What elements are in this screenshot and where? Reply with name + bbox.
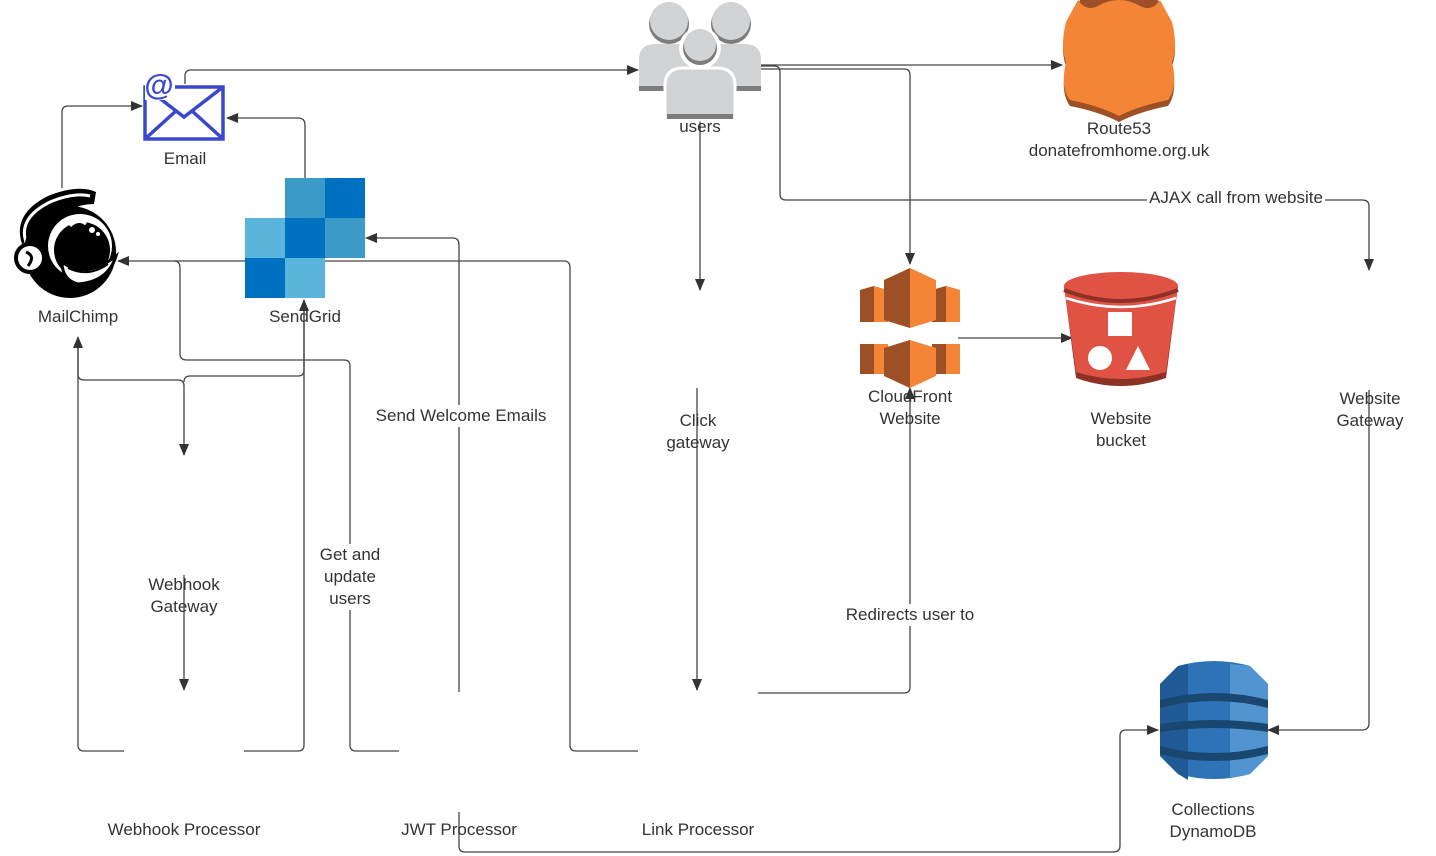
route53-label-line1: Route53 [1086, 119, 1152, 138]
website-bucket-label: Website bucket [1090, 408, 1151, 452]
edge-label-get-update-line2: update [324, 567, 376, 586]
dynamodb-icon[interactable] [1160, 661, 1268, 780]
route53-label-line2: donatefromhome.org.uk [1028, 141, 1210, 160]
mailchimp-icon[interactable] [14, 188, 119, 298]
users-label: users [679, 117, 721, 136]
webhook-gateway-label-line2: Gateway [150, 597, 218, 616]
svg-text:@: @ [144, 69, 173, 102]
webhook-processor-label: Webhook Processor [107, 820, 261, 839]
link-processor-label: Link Processor [641, 820, 755, 839]
edge-website-gateway-to-dynamodb[interactable] [1267, 390, 1370, 735]
website-gateway-label: Website Gateway [1336, 388, 1403, 432]
edge-jwt-to-mailchimp[interactable] [173, 260, 399, 752]
email-icon[interactable]: @ [143, 69, 225, 141]
edges [61, 60, 1374, 853]
sendgrid-icon[interactable] [245, 178, 365, 298]
edge-users-to-cloudfront[interactable] [760, 68, 915, 265]
edge-webhook-processor-to-sendgrid[interactable] [244, 299, 309, 752]
edge-label-ajax: AJAX call from website [1147, 187, 1325, 209]
click-gateway-label-line1: Click [679, 411, 717, 430]
edge-link-processor-to-cloudfront[interactable] [758, 387, 915, 694]
dynamodb-label: Collections DynamoDB [1170, 799, 1257, 843]
edge-sendgrid-to-email[interactable] [226, 113, 306, 178]
webhook-gateway-label: Webhook Gateway [148, 574, 220, 618]
route53-icon[interactable] [1063, 0, 1175, 122]
cloudfront-icon[interactable] [860, 268, 960, 388]
s3-bucket-icon[interactable] [1063, 272, 1179, 386]
edge-email-to-users[interactable] [184, 65, 639, 84]
jwt-processor-label: JWT Processor [401, 820, 517, 839]
edge-users-to-website-gateway[interactable] [760, 65, 1374, 271]
edge-mailchimp-to-webhook-gateway[interactable] [77, 345, 189, 456]
cloudfront-label-line1: CloudFront [867, 387, 953, 406]
click-gateway-label-line2: gateway [666, 433, 730, 452]
edge-label-get-update-line1: Get and [319, 545, 381, 564]
edge-link-processor-to-mailchimp[interactable] [117, 256, 638, 752]
webhook-gateway-label-line1: Webhook [148, 575, 220, 594]
email-label: Email [163, 149, 207, 168]
edge-label-redirects: Redirects user to [843, 604, 977, 626]
website-bucket-label-line2: bucket [1095, 431, 1147, 450]
edge-jwt-to-sendgrid[interactable] [365, 233, 460, 692]
website-gateway-label-line2: Gateway [1336, 411, 1404, 430]
dynamodb-label-line1: Collections [1171, 800, 1255, 819]
edge-label-get-update-users: Get and update users [317, 544, 383, 610]
edge-mailchimp-to-email[interactable] [61, 101, 143, 188]
edge-jwt-to-dynamodb[interactable] [458, 725, 1159, 853]
website-gateway-label-line1: Website [1339, 389, 1401, 408]
mailchimp-label: MailChimp [37, 307, 119, 326]
dynamodb-label-line2: DynamoDB [1169, 822, 1257, 841]
sendgrid-label: SendGrid [269, 307, 341, 326]
edge-label-send-welcome: Send Welcome Emails [373, 405, 549, 427]
edge-label-get-update-line3: users [329, 589, 371, 608]
website-bucket-label-line1: Website [1090, 409, 1152, 428]
cloudfront-label-line2: Website [879, 409, 941, 428]
click-gateway-label: Click gateway [666, 410, 729, 454]
cloudfront-label: CloudFront Website [868, 386, 952, 430]
route53-label: Route53 donatefromhome.org.uk [1029, 118, 1210, 162]
edge-webhook-processor-to-mailchimp[interactable] [73, 336, 124, 752]
users-icon[interactable] [639, 2, 761, 122]
